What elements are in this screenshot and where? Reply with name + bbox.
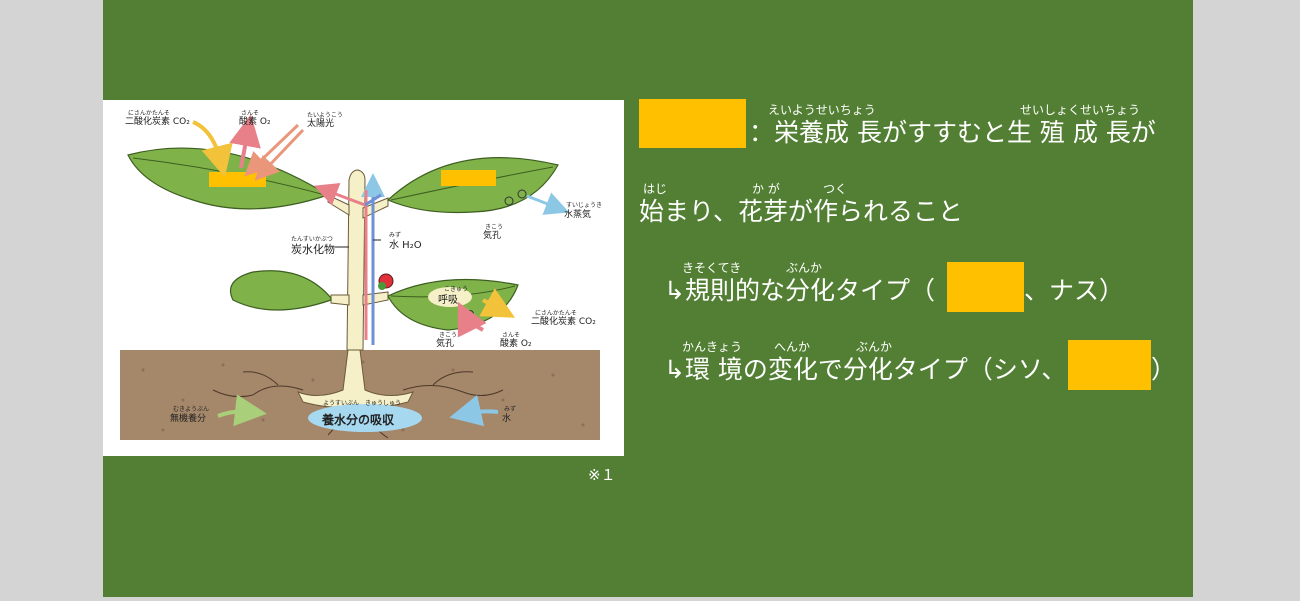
label-resp: 呼吸	[438, 295, 458, 306]
label-carb-ruby: たんすいかぶつ	[291, 236, 333, 243]
absorption-ellipse	[308, 404, 422, 432]
label-vapor-ruby: すいじょうき	[566, 202, 603, 209]
ruby-bunka-1: ぶんか	[786, 261, 823, 275]
label-minerals-ruby: むきようぶん	[173, 406, 210, 413]
label-sun: 太陽光	[307, 119, 335, 129]
ruby-kaga: か が	[752, 182, 780, 196]
label-co2-right-ruby: にさんかたんそ	[535, 310, 577, 317]
label-stoma-bot: 気孔	[436, 339, 455, 349]
label-absorb-ruby: ようすいぶん きゅうしゅう	[323, 400, 402, 407]
label-stoma-top: 気孔	[483, 231, 502, 241]
label-o2-top-ruby: さんそ	[241, 110, 260, 117]
ruby-eiyouseichou: えいようせいちょう	[768, 103, 876, 117]
label-resp-ruby: こきゅう	[444, 286, 469, 293]
leaf-highlight-left	[209, 172, 266, 187]
label-water-top: 水 H₂O	[389, 240, 422, 251]
blank-box-regular-type	[947, 262, 1024, 312]
label-water-bot-ruby: みず	[504, 406, 517, 413]
text-line-2: 始まり、花芽が作られること	[639, 197, 964, 226]
label-carb: 炭水化物	[291, 243, 335, 256]
leaf-mid-left	[229, 270, 332, 311]
stem	[346, 169, 366, 351]
plant-diagram: にさんかたんそ 二酸化炭素 CO₂ さんそ 酸素 O₂ たいようこう 太陽光 た…	[103, 100, 624, 456]
leaf-highlight-right	[441, 170, 496, 186]
label-o2-bot: 酸素 O₂	[500, 339, 532, 349]
ruby-henka: へんか	[774, 340, 811, 354]
label-co2-top-ruby: にさんかたんそ	[128, 110, 170, 117]
label-stoma-top-ruby: きこう	[485, 224, 504, 231]
label-co2-top: 二酸化炭素 CO₂	[125, 117, 190, 127]
ruby-haji: はじ	[643, 182, 668, 196]
figure-footnote: ※１	[588, 466, 616, 484]
text-line-4a: ↳環 境の変化で分化タイプ（シソ、	[664, 355, 1067, 384]
blank-box-term	[639, 99, 746, 148]
label-sun-ruby: たいようこう	[307, 112, 343, 119]
blank-box-environment-type	[1068, 340, 1151, 390]
label-o2-bot-ruby: さんそ	[502, 332, 521, 339]
label-o2-top: 酸素 O₂	[239, 117, 271, 127]
label-absorb: 養水分の吸収	[322, 413, 395, 427]
ruby-kankyou: かんきょう	[682, 340, 743, 354]
label-water-top-ruby: みず	[389, 232, 402, 239]
label-minerals: 無機養分	[170, 414, 207, 424]
label-co2-right: 二酸化炭素 CO₂	[531, 317, 596, 327]
label-stoma-bot-ruby: きこう	[439, 332, 458, 339]
label-vapor: 水蒸気	[564, 210, 592, 220]
ruby-kisokuteki: きそくてき	[682, 261, 742, 275]
label-water-bot: 水	[502, 414, 512, 424]
text-line-4b: ）	[1151, 355, 1177, 384]
text-line-3b: 、ナス）	[1024, 276, 1125, 305]
text-line-1: ：栄養成 長がすすむと生 殖 成 長が	[749, 118, 1156, 147]
ruby-seishokuseichou: せいしょくせいちょう	[1020, 103, 1141, 117]
plant-illustration	[120, 114, 600, 440]
text-line-3a: ↳規則的な分化タイプ（	[664, 276, 935, 305]
ruby-bunka-2: ぶんか	[856, 340, 893, 354]
ruby-tsuku: つく	[823, 182, 848, 196]
